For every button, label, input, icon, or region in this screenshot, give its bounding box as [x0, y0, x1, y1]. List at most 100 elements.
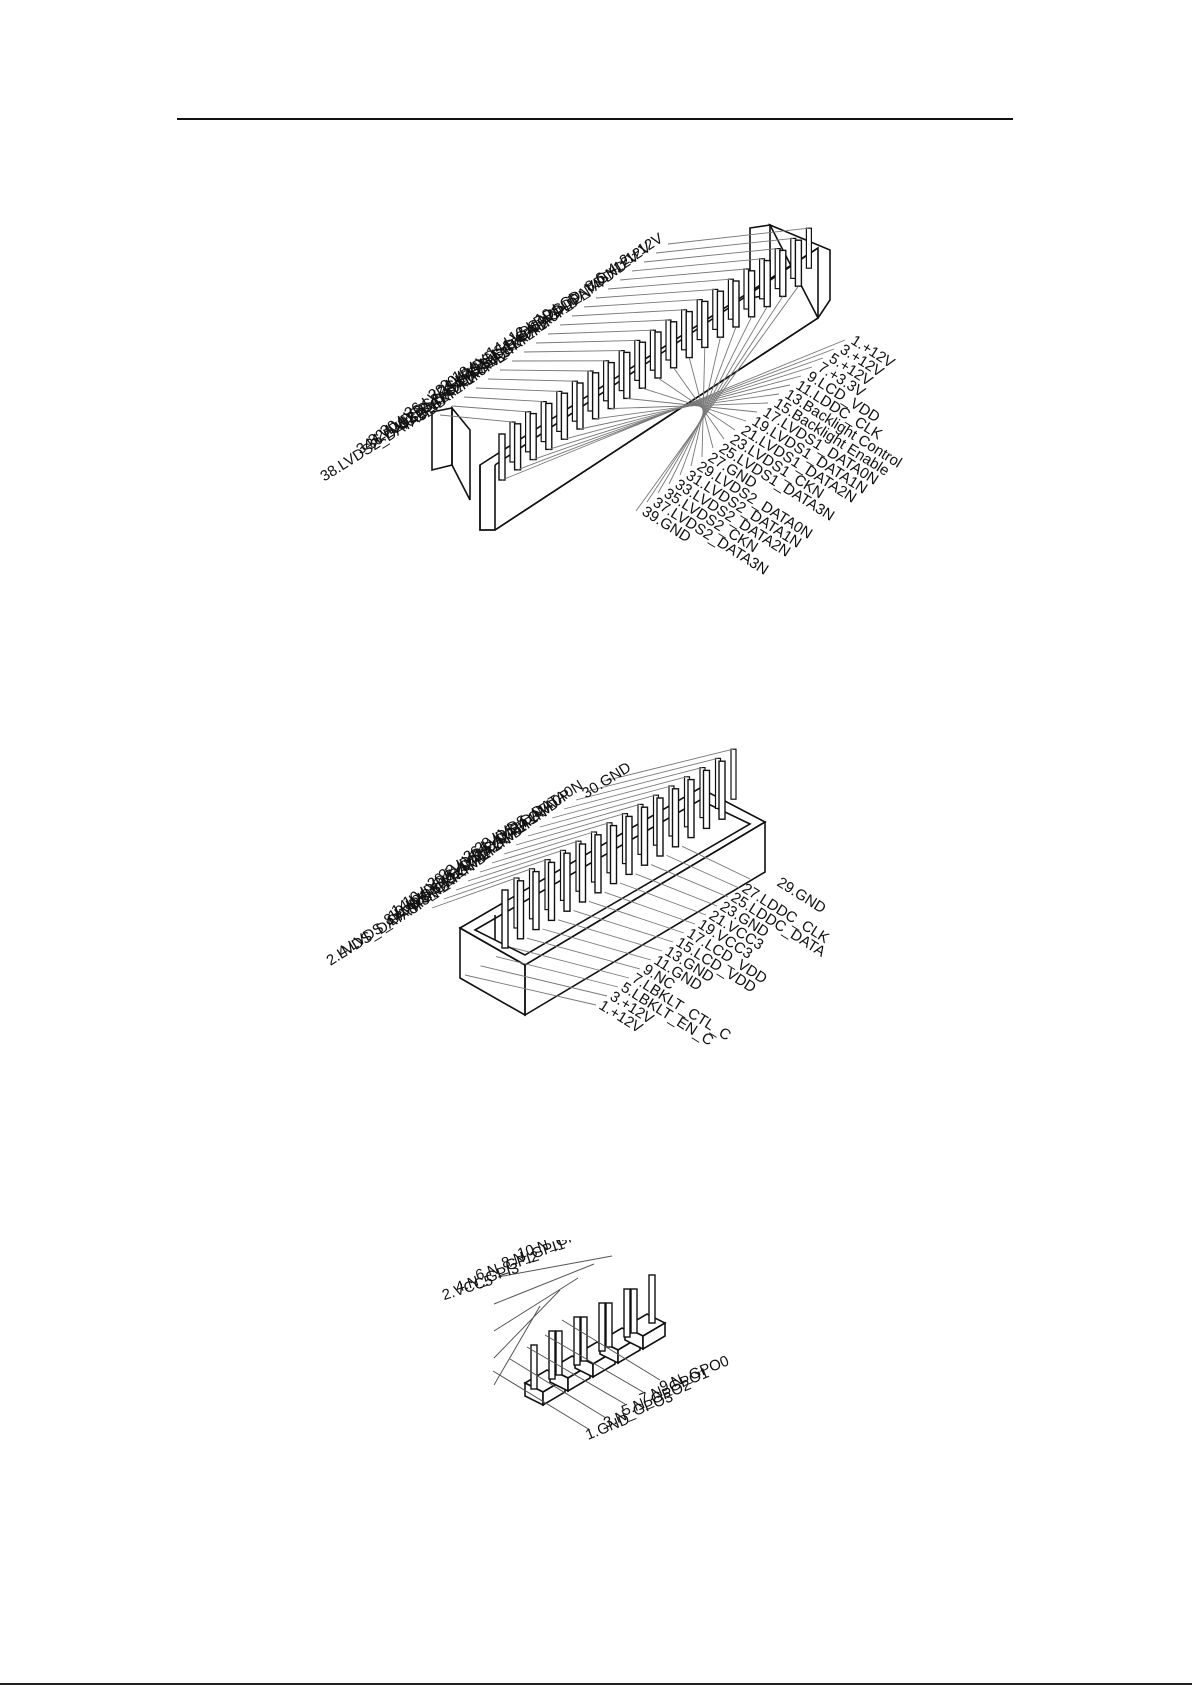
leader-line [526, 937, 641, 970]
leader-line [619, 882, 707, 916]
bottom-leader-lines [501, 285, 846, 512]
pin [779, 249, 787, 298]
pin [630, 1288, 638, 1334]
pin [547, 861, 556, 922]
leader-line [535, 339, 637, 344]
leader-line [599, 748, 734, 783]
leader-line [583, 299, 700, 308]
leader-line [547, 329, 653, 335]
pin [747, 270, 756, 318]
pin [701, 300, 709, 349]
leader-line [542, 928, 652, 961]
pin [594, 834, 602, 894]
leader-line [527, 803, 641, 837]
pin [687, 778, 695, 839]
leader-line [523, 350, 622, 353]
pin [763, 259, 771, 308]
pin [732, 280, 740, 328]
pin-label: 30.GND [579, 759, 634, 802]
leader-line [557, 919, 663, 952]
leader-line [666, 854, 740, 889]
pin [702, 769, 711, 830]
pin [716, 290, 725, 338]
leader-line [467, 849, 563, 882]
leader-line [657, 306, 768, 494]
leader-line [455, 859, 548, 891]
leader-line [480, 965, 608, 997]
leader-line [646, 296, 784, 503]
gpio-10pin-connector-drawing: 2.VCC5 4.N_GPI3 6.N_GPI2 8.N_GPI1 10.N_G… [440, 1240, 732, 1444]
leader-line [479, 840, 579, 873]
pin [576, 382, 584, 430]
leader-line [611, 402, 769, 410]
pin-label: 10.N_GPI0 [515, 1240, 591, 1263]
leader-line [539, 794, 656, 828]
top-leader-lines [439, 227, 809, 423]
pin-label: 2.+12V [616, 230, 666, 270]
connector-pins [501, 748, 737, 949]
pin-label: 9.N_GPO0 [657, 1352, 731, 1395]
pin [513, 423, 522, 471]
pin [516, 880, 525, 940]
pin [648, 1274, 656, 1324]
leader-line [668, 316, 753, 485]
pin [794, 239, 803, 287]
lvds-40pin-connector-diagram: 38.LVDS2_DATA3P 40.GND 36.LVDS2_CKP 34.L… [0, 200, 1192, 620]
pin [638, 341, 647, 389]
pin [654, 331, 662, 379]
pin [685, 310, 693, 359]
leader-line [443, 868, 532, 900]
leader-line [575, 767, 703, 801]
leader-line [487, 378, 575, 382]
pin [623, 351, 631, 400]
pin [501, 889, 509, 949]
leader-line [701, 347, 706, 458]
header-rule [177, 118, 1013, 120]
top-pin-labels: 2.VCC5 4.N_GPI3 6.N_GPI2 8.N_GPI1 10.N_G… [440, 1240, 591, 1304]
pin [529, 412, 537, 461]
pin [623, 1288, 631, 1338]
top-pin-labels: 38.LVDS2_DATA3P 40.GND 36.LVDS2_CKP 34.L… [317, 230, 666, 485]
leader-line [463, 396, 544, 403]
pin [563, 852, 571, 912]
leader-line [571, 309, 684, 317]
leader-line [495, 956, 619, 988]
leader-line [635, 285, 799, 512]
gpio-10pin-connector-diagram: 2.VCC5 4.N_GPI3 6.N_GPI2 8.N_GPI1 10.N_G… [0, 1240, 1192, 1500]
pin [669, 321, 678, 369]
leader-line [491, 831, 594, 864]
leader-line [667, 227, 809, 245]
leader-line [439, 414, 513, 423]
lvds-40pin-connector-drawing: 38.LVDS2_DATA3P 40.GND 36.LVDS2_CKP 34.L… [317, 223, 905, 579]
pin [625, 815, 633, 876]
pin [532, 870, 540, 931]
leader-line [515, 813, 625, 846]
pin [730, 748, 737, 800]
leader-line [642, 387, 747, 422]
connector-pins [530, 1274, 656, 1390]
pin [555, 1330, 563, 1376]
pin-block [642, 1321, 666, 1351]
leader-line [604, 891, 696, 925]
leader-line [551, 785, 672, 819]
bottom-leader-lines [464, 845, 751, 1006]
leader-line [431, 877, 517, 909]
leader-line [587, 757, 718, 792]
leader-line [559, 319, 669, 326]
top-leader-lines [431, 748, 734, 909]
leader-line [650, 864, 729, 898]
leader-line [619, 268, 747, 281]
leader-line [635, 873, 718, 907]
leader-line [690, 337, 721, 467]
leader-line [595, 393, 780, 420]
leader-line [631, 258, 762, 272]
leader-line [607, 278, 731, 290]
pin [609, 824, 618, 885]
pin [656, 797, 664, 857]
leader-line [681, 845, 751, 880]
pin [530, 1344, 538, 1390]
pin [671, 788, 680, 848]
lvds-30pin-connector-diagram: 2.LVDS_DATA3P 4.LVDS_DATA3N 6.GND 8.LVDS… [0, 700, 1192, 1100]
leader-line [563, 776, 687, 810]
